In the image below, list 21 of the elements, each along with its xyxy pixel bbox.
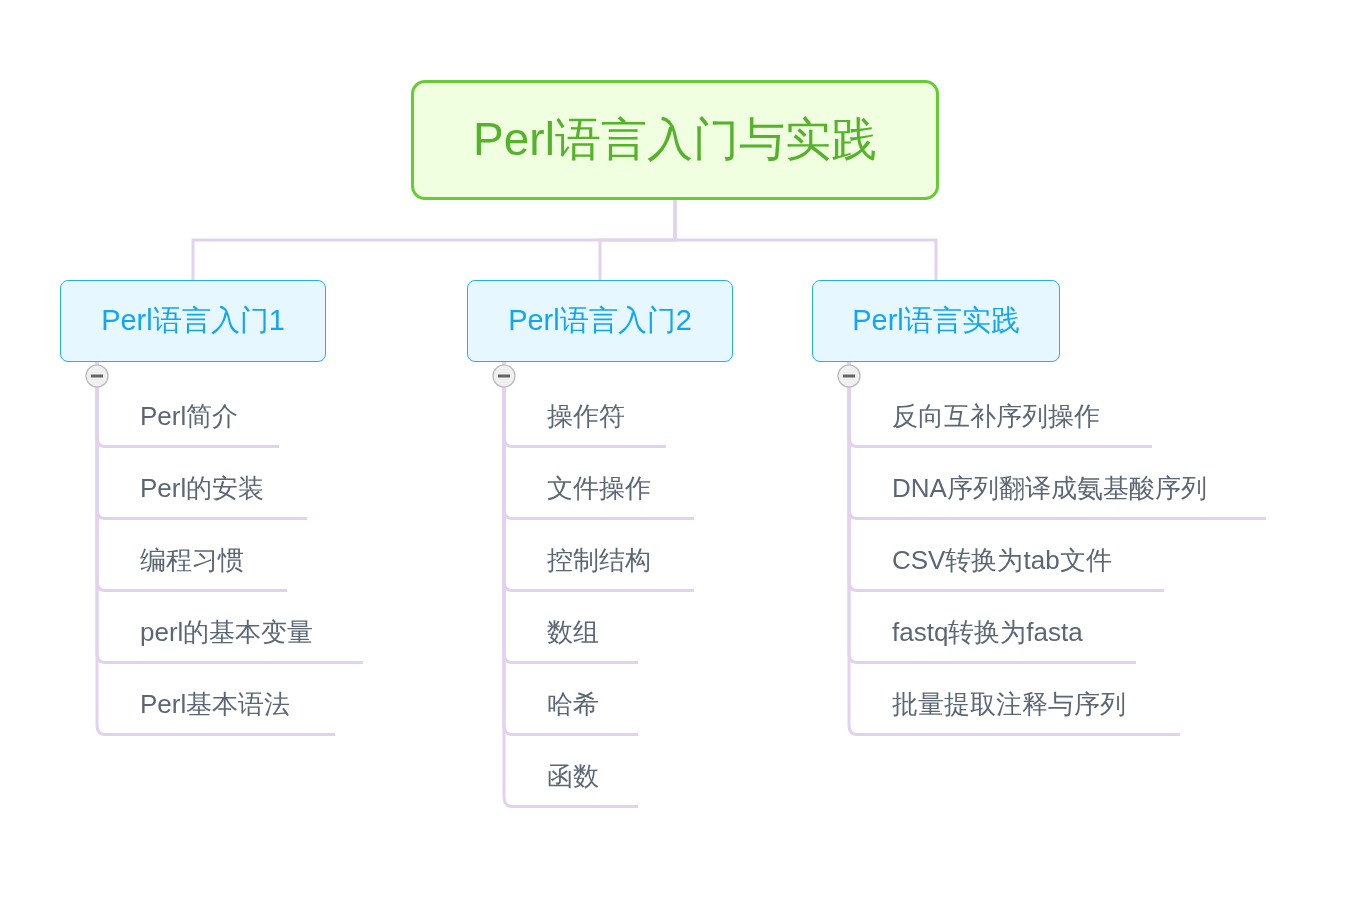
subtopic-label: 控制结构	[512, 532, 694, 592]
root-topic-box: Perl语言入门与实践	[411, 80, 939, 200]
subtopic-label: 操作符	[512, 388, 666, 448]
topic-box: Perl语言入门1	[60, 280, 326, 362]
subtopic-label: DNA序列翻译成氨基酸序列	[857, 460, 1266, 520]
subtopic-label: 哈希	[512, 676, 638, 736]
subtopic-label: Perl基本语法	[105, 676, 335, 736]
subtopic-label: fastq转换为fasta	[857, 604, 1136, 664]
subtopic-label: perl的基本变量	[105, 604, 363, 664]
subtopic-label: 批量提取注释与序列	[857, 676, 1180, 736]
subtopic-label: 编程习惯	[105, 532, 287, 592]
subtopic-label: 数组	[512, 604, 638, 664]
connector-line	[673, 200, 938, 280]
subtopic-label: 函数	[512, 748, 638, 808]
subtopic-label: Perl的安装	[105, 460, 307, 520]
subtopic-label: 反向互补序列操作	[857, 388, 1152, 448]
topic-box: Perl语言入门2	[467, 280, 733, 362]
subtopic-label: Perl简介	[105, 388, 279, 448]
subtopic-label: 文件操作	[512, 460, 694, 520]
topic-box: Perl语言实践	[812, 280, 1060, 362]
subtopic-label: CSV转换为tab文件	[857, 532, 1164, 592]
